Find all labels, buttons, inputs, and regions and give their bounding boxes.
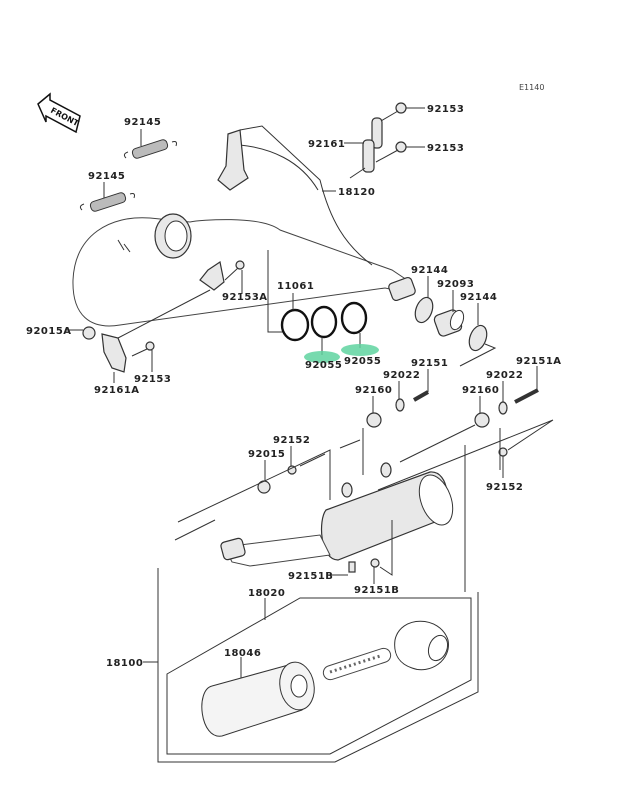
- bolt-92153a-part[interactable]: [199, 260, 245, 291]
- label-92160-left[interactable]: 92160: [355, 385, 392, 396]
- bracket-92161a-part[interactable]: [101, 333, 127, 373]
- highlight-mark: [341, 344, 379, 356]
- exhaust-pipe-part[interactable]: [72, 125, 416, 327]
- oring-92055-a-part[interactable]: [310, 305, 338, 339]
- diagram-code: E1140: [519, 83, 544, 92]
- label-92152-left[interactable]: 92152: [273, 435, 310, 446]
- washer-92022-left-part[interactable]: [395, 398, 405, 412]
- label-92015[interactable]: 92015: [248, 449, 285, 460]
- washer-92144-right-part[interactable]: [466, 323, 490, 353]
- label-92153-lower[interactable]: 92153: [134, 374, 171, 385]
- label-92151b-left[interactable]: 92151B: [288, 571, 333, 582]
- silencer-assy-outline: [166, 597, 472, 755]
- label-92152-right[interactable]: 92152: [486, 482, 523, 493]
- washer-92022-right-part[interactable]: [498, 401, 508, 415]
- highlight-mark: [304, 351, 340, 363]
- label-92145-bottom[interactable]: 92145: [88, 171, 125, 182]
- bracket-92161-part[interactable]: [362, 117, 383, 173]
- bolt-92153-mid-part[interactable]: [375, 141, 407, 163]
- bolt-92153-top-part[interactable]: [380, 102, 407, 122]
- label-92144-right[interactable]: 92144: [460, 292, 497, 303]
- gasket-11061-part[interactable]: [280, 308, 310, 342]
- nut-92015a-part[interactable]: [82, 326, 96, 340]
- label-18020[interactable]: 18020: [248, 588, 285, 599]
- spring-part-bottom[interactable]: [79, 192, 135, 213]
- spring-part-top[interactable]: [123, 139, 177, 160]
- label-92153-top[interactable]: 92153: [427, 104, 464, 115]
- front-arrow-icon: FRONT: [37, 92, 81, 134]
- label-18046[interactable]: 18046: [224, 648, 261, 659]
- label-92151b-right[interactable]: 92151B: [354, 585, 399, 596]
- label-92151[interactable]: 92151: [411, 358, 448, 369]
- oring-92055-b-part[interactable]: [340, 301, 368, 335]
- muffler-body-part[interactable]: [220, 462, 459, 567]
- label-18120[interactable]: 18120: [338, 187, 375, 198]
- label-92151a[interactable]: 92151A: [516, 356, 562, 367]
- label-92022-right[interactable]: 92022: [486, 370, 523, 381]
- label-92153-mid[interactable]: 92153: [427, 143, 464, 154]
- label-92093[interactable]: 92093: [437, 279, 474, 290]
- label-92161a[interactable]: 92161A: [94, 385, 140, 396]
- bolt-92153-lower-part[interactable]: [131, 341, 155, 357]
- label-92153a[interactable]: 92153A: [222, 292, 268, 303]
- label-92160-right[interactable]: 92160: [462, 385, 499, 396]
- label-92015a[interactable]: 92015A: [26, 326, 72, 337]
- muffler-assy-outline: [157, 568, 479, 763]
- bolt-92151-part[interactable]: [413, 390, 429, 402]
- grommet-92160-right-part[interactable]: [474, 412, 490, 428]
- washer-92144-top-part[interactable]: [412, 295, 436, 325]
- label-92055-b[interactable]: 92055: [344, 356, 381, 367]
- label-18100[interactable]: 18100: [106, 658, 143, 669]
- end-cap-part[interactable]: [394, 620, 451, 671]
- label-92145-top[interactable]: 92145: [124, 117, 161, 128]
- bolt-92151b-left-part[interactable]: [348, 561, 356, 573]
- packing-18046-part[interactable]: [201, 659, 318, 737]
- collar-92093-part[interactable]: [433, 309, 466, 338]
- perforated-core-part[interactable]: [322, 647, 393, 682]
- label-11061[interactable]: 11061: [277, 281, 314, 292]
- bolt-92151b-right-part[interactable]: [370, 558, 380, 568]
- label-92022-left[interactable]: 92022: [383, 370, 420, 381]
- label-92161[interactable]: 92161: [308, 139, 345, 150]
- bolt-92151a-part[interactable]: [514, 388, 539, 404]
- label-92055-a[interactable]: 92055: [305, 360, 342, 371]
- label-92144-top[interactable]: 92144: [411, 265, 448, 276]
- grommet-92160-left-part[interactable]: [366, 412, 382, 428]
